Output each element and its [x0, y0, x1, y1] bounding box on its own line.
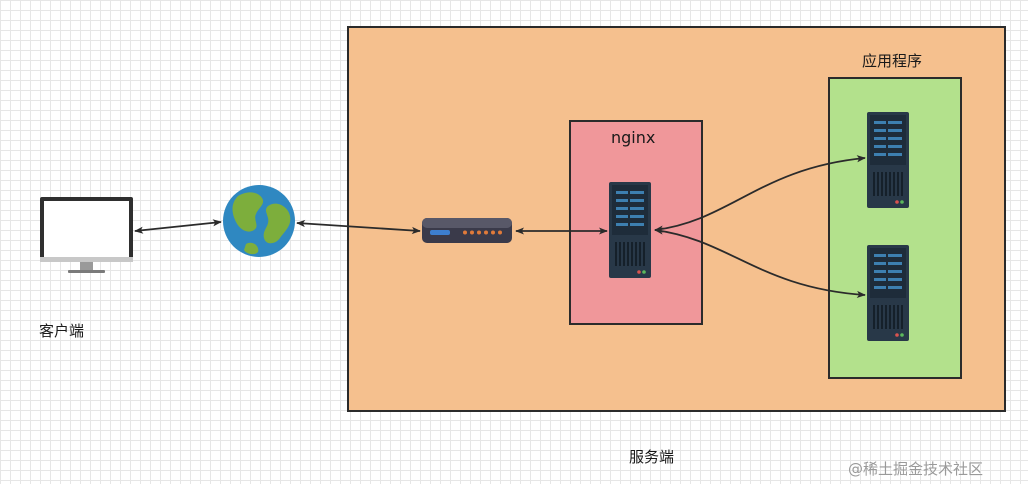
server-icon: [608, 181, 652, 279]
server-icon: [866, 244, 910, 342]
nginx-label: nginx: [611, 128, 656, 147]
connector-internet-gateway: [296, 219, 421, 235]
connector-nginx-app-1: [654, 155, 866, 233]
monitor-icon: [40, 197, 133, 273]
router-icon: [422, 218, 512, 243]
connector-client-internet: [134, 219, 222, 234]
app-label: 应用程序: [862, 52, 923, 70]
watermark: @稀土掘金技术社区: [848, 460, 984, 478]
globe-icon: [223, 185, 295, 257]
connector-nginx-app-2: [654, 227, 866, 299]
server-icon: [866, 111, 910, 209]
client-label: 客户端: [39, 322, 85, 340]
server-label: 服务端: [629, 448, 675, 466]
